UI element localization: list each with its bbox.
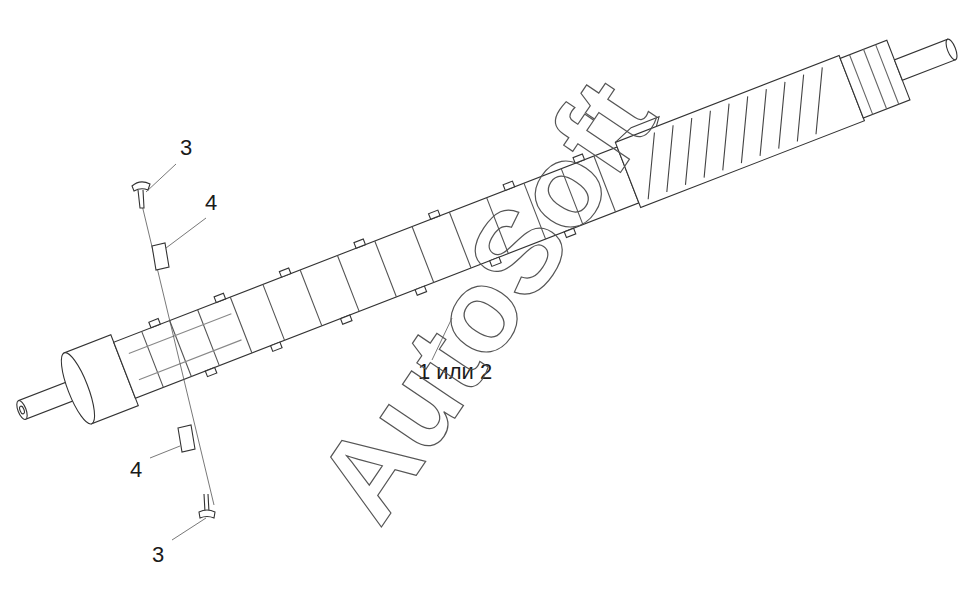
callout-number: 3 xyxy=(150,543,166,567)
callout-number: 3 xyxy=(178,136,194,160)
callout-number: 4 xyxy=(128,458,144,482)
callout-number: 4 xyxy=(203,191,219,215)
